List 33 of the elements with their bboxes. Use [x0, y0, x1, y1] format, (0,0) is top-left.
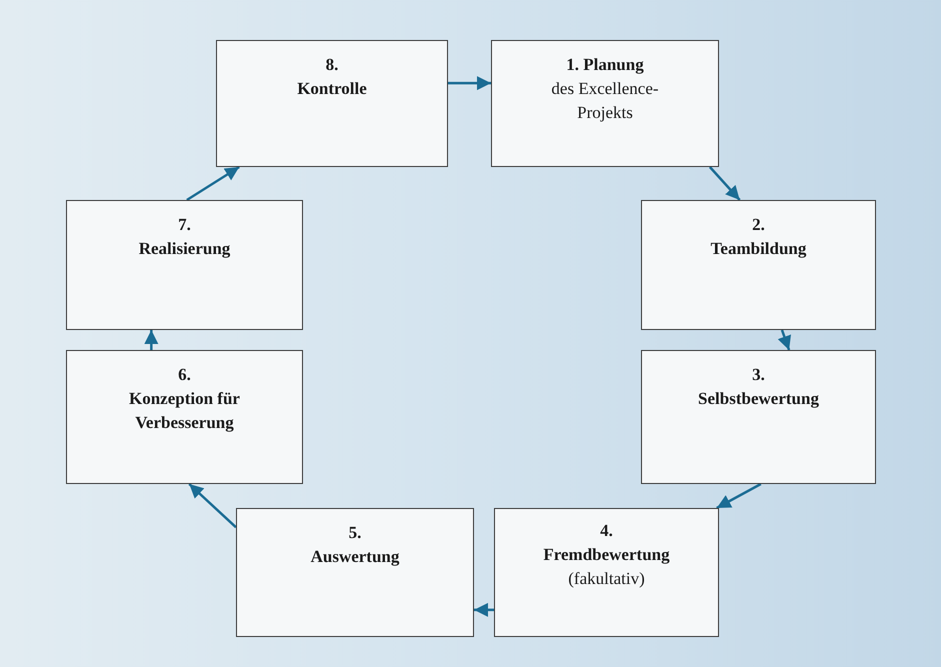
step-text: Kontrolle: [297, 78, 367, 100]
step-box: [216, 40, 448, 167]
arrow: [448, 76, 491, 90]
step-text: Konzeption für Verbesserung: [128, 388, 241, 434]
step-heading: 1. Planung: [566, 54, 644, 76]
step-heading: 5.: [348, 522, 362, 544]
step-text: Selbstbewertung: [698, 388, 819, 410]
arrow: [474, 602, 494, 617]
arrow: [144, 330, 158, 350]
arrow: [188, 483, 237, 528]
step-box: [66, 200, 303, 330]
step-box: [494, 508, 719, 637]
step-heading: 4.: [600, 520, 613, 542]
arrow: [708, 166, 741, 201]
step-heading: 8.: [326, 54, 338, 76]
step-text: des Excellence-Projekts: [550, 78, 660, 124]
arrow: [716, 482, 762, 510]
step-heading: 7.: [178, 214, 191, 236]
arrow: [778, 330, 791, 350]
step-box: [641, 200, 876, 330]
step-box: [66, 350, 303, 484]
step-text: Realisierung: [138, 238, 230, 260]
step-text: Teambildung: [710, 238, 806, 260]
step-heading: 2.: [752, 214, 765, 236]
step-heading: 6.: [178, 364, 191, 386]
step-text: (fakultativ): [568, 568, 645, 590]
step-text: Fremdbewertung: [543, 544, 670, 566]
step-box: [236, 508, 474, 637]
step-text: Auswertung: [310, 546, 400, 568]
arrow: [186, 166, 240, 202]
step-box: [491, 40, 719, 167]
step-heading: 3.: [752, 364, 765, 386]
step-box: [641, 350, 876, 484]
